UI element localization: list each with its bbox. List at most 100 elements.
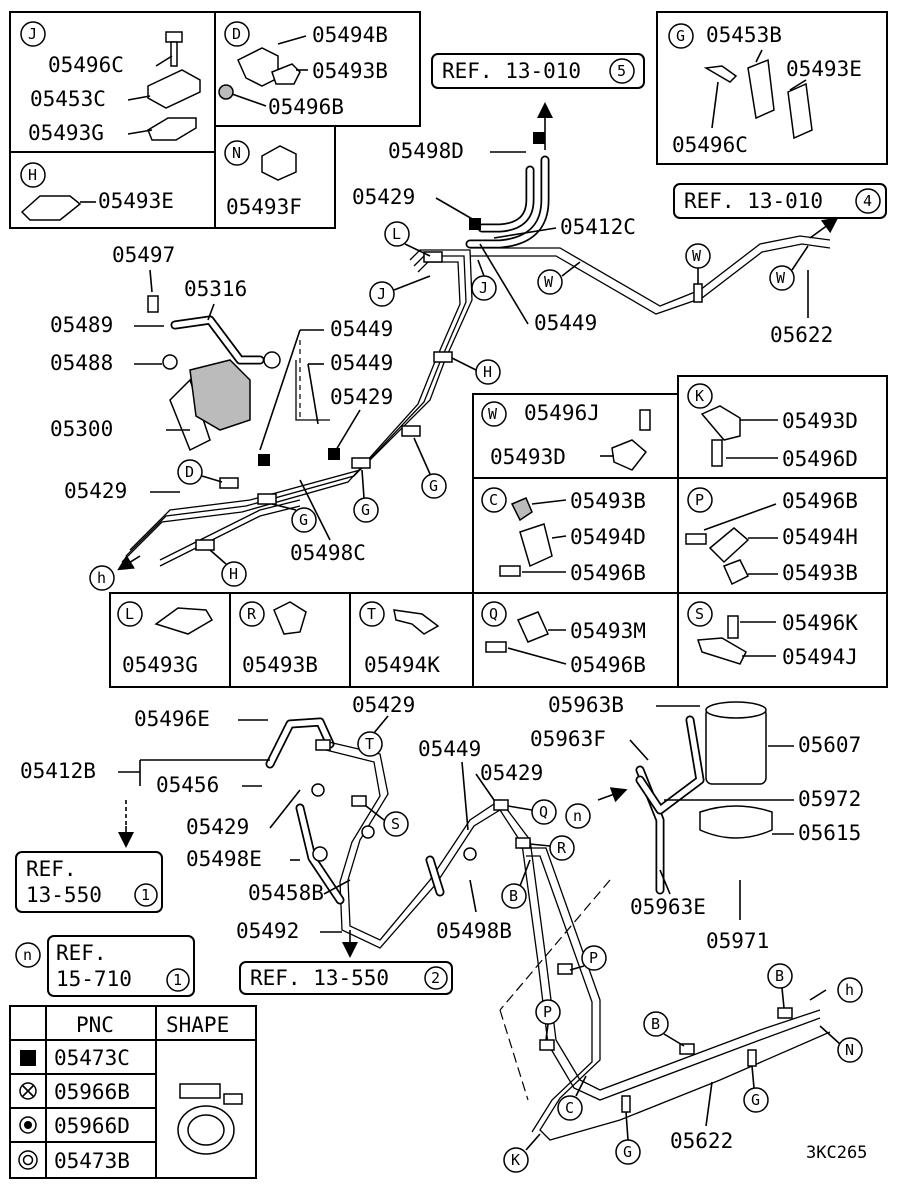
svg-text:05496B: 05496B [268,95,344,119]
svg-text:P: P [543,1003,552,1021]
svg-text:W: W [776,269,786,287]
inset-T: T 05494K [349,592,474,688]
svg-text:05456: 05456 [156,773,219,797]
callout-H: H [451,357,501,385]
svg-text:05412C: 05412C [560,215,636,239]
svg-text:G: G [299,511,308,529]
bolt-icon [485,641,507,653]
svg-text:L: L [392,225,401,243]
svg-text:05963F: 05963F [530,727,606,751]
svg-text:J: J [28,25,37,43]
callout-J: J [369,275,431,307]
double-circle-icon [18,1150,38,1170]
svg-text:05615: 05615 [798,821,861,845]
callout-B: B [501,859,531,909]
filter-bracket [699,805,773,839]
clip-icon [516,611,550,643]
callout-S: S [365,805,409,837]
svg-text:05493M: 05493M [570,619,646,643]
callout-G: G [271,503,317,533]
svg-text:05494B: 05494B [312,23,388,47]
callout-R: R [529,835,575,861]
svg-text:05473C: 05473C [54,1046,130,1070]
clip-icon [273,601,307,635]
callout-D: D [177,459,223,485]
svg-text:S: S [695,605,704,623]
svg-text:n: n [23,946,32,964]
clip-icon [510,497,533,522]
inset-K: K 05493D 05496D [677,375,888,479]
svg-text:13-550: 13-550 [26,883,102,907]
callout-P: P [535,999,561,1041]
callout-W: W [537,261,581,295]
svg-text:SHAPE: SHAPE [166,1013,229,1037]
svg-text:R: R [247,605,257,623]
svg-text:05496K: 05496K [782,611,858,635]
clip-icon [787,82,813,140]
svg-text:5: 5 [617,62,626,80]
inset-C: C 05493B 05494D 05496B [472,477,679,594]
svg-text:REF. 13-010: REF. 13-010 [684,189,823,213]
svg-text:05488: 05488 [50,351,113,375]
svg-text:J: J [479,279,488,297]
clamp-icon [147,117,197,141]
svg-text:05429: 05429 [330,385,393,409]
svg-text:05493E: 05493E [98,189,174,213]
svg-text:05494H: 05494H [782,525,858,549]
svg-text:W: W [488,405,498,423]
svg-text:05429: 05429 [480,761,543,785]
svg-text:h: h [97,569,106,587]
svg-text:05316: 05316 [184,277,247,301]
svg-text:05497: 05497 [112,243,175,267]
svg-text:05496B: 05496B [570,561,646,585]
lower-labels: 05496E 05429 05412B 05456 05429 05449 05… [20,693,861,1153]
bracket-icon [147,69,201,109]
svg-text:05966B: 05966B [54,1080,130,1104]
svg-text:05449: 05449 [418,737,481,761]
inset-G: G 05453B 05493E 05496C [656,11,888,165]
inset-J: J 05496C 05453C 05493G [9,11,216,153]
bolt-icon [685,533,707,545]
svg-text:05492: 05492 [236,919,299,943]
inset-P: P 05496B 05494H 05493B [677,477,888,594]
svg-text:H: H [483,363,492,381]
svg-text:05473B: 05473B [54,1149,130,1173]
callout-W: W [685,243,711,284]
svg-text:05496E: 05496E [134,707,210,731]
svg-text:REF.: REF. [26,857,77,881]
callout-Q: Q [507,799,557,825]
svg-text:Q: Q [489,605,498,623]
clip-icon [261,145,297,181]
inset-Q: Q 05493M 05496B [472,592,679,688]
svg-text:B: B [509,887,518,905]
lower-callouts: T S Q n R B P P B B h N G C G K [357,731,863,1173]
clip-icon [154,607,214,635]
svg-text:05493E: 05493E [786,57,862,81]
svg-text:PNC: PNC [76,1013,114,1037]
callout-G: G [353,469,379,523]
svg-text:05494D: 05494D [570,525,646,549]
svg-text:05493D: 05493D [782,409,858,433]
svg-text:05494J: 05494J [782,645,858,669]
svg-text:05493B: 05493B [312,59,388,83]
clip-icon [611,439,648,471]
bolt-icon [727,615,739,639]
pump-body [189,359,251,431]
svg-text:05493B: 05493B [570,489,646,513]
pump-bracket [169,378,211,452]
inset-D: D 05494B 05493B 05496B [214,11,421,127]
bolt-icon [711,439,723,467]
bolt-icon [703,65,738,83]
svg-text:n: n [573,807,582,825]
upper-piping [117,102,839,571]
svg-text:05453C: 05453C [30,87,106,111]
svg-text:15-710: 15-710 [56,967,132,991]
callout-N: N [819,1025,863,1063]
callout-B: B [767,963,793,1009]
svg-text:05493G: 05493G [122,653,198,677]
svg-text:N: N [845,1041,854,1059]
bracket-icon [237,47,279,87]
bolt-icon [218,84,234,100]
callout-T: T [357,731,383,757]
bolt-icon [165,31,183,67]
